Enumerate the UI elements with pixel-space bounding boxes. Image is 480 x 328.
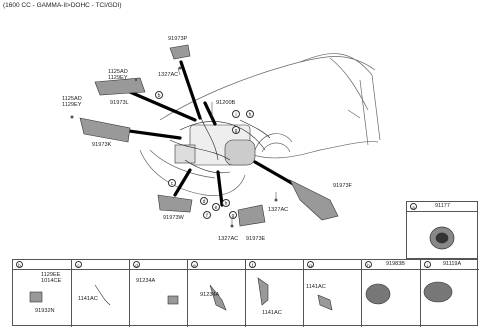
callout-h-top: h <box>246 110 254 118</box>
part-d-clip <box>167 295 179 305</box>
label-91973L: 91973L <box>110 100 129 106</box>
callout-g-bottom: g <box>229 211 237 219</box>
cell-i-code: 91119A <box>443 261 462 267</box>
car-roof-outline <box>299 53 381 141</box>
panel-a-header: a 91177 <box>407 202 477 212</box>
part-f-bracket <box>257 277 269 306</box>
cell-h: h 91983B <box>361 260 420 327</box>
leader-91973P <box>179 60 202 120</box>
parts-table: b 1129EE 1014CE 91932N c 1141AC d 91234A… <box>12 259 479 327</box>
label-91200B: 91200B <box>216 100 236 106</box>
cell-i-letter: i <box>424 261 431 268</box>
callout-d: d <box>200 197 208 205</box>
label-1129EY-b: 1129EY <box>62 102 82 108</box>
cell-f: f 1141AC <box>245 260 303 327</box>
cell-h-letter: h <box>365 261 372 268</box>
battery <box>174 144 196 164</box>
cell-e-letter: e <box>191 261 198 268</box>
label-1327AC-bottom: 1327AC <box>218 236 239 242</box>
part-g-clip <box>317 294 333 311</box>
label-1327AC-right: 1327AC <box>268 207 289 213</box>
panel-a-part: 91177 <box>435 203 450 209</box>
cell-b-letter: b <box>16 261 23 268</box>
grommet-91119A <box>423 281 453 303</box>
leader-91973F <box>253 160 297 187</box>
callout-h-bottom: h <box>222 199 230 207</box>
cell-g-part-1: 1141AC <box>306 284 326 290</box>
cell-b-part-3: 91932N <box>35 308 55 314</box>
callout-b-top: b <box>155 91 163 99</box>
label-91973P: 91973P <box>168 36 188 42</box>
diagram-header: (1600 CC - GAMMA-II>DOHC - TCI/GDI) <box>3 2 122 9</box>
cell-b-part-2: 1014CE <box>41 278 62 284</box>
leader-91200B <box>203 101 217 126</box>
cell-c-part-1: 1141AC <box>78 296 98 302</box>
label-1129EY-a: 1129EY <box>108 75 128 81</box>
label-1327AC-top: 1327AC <box>158 72 179 78</box>
cell-c-letter: c <box>75 261 82 268</box>
cell-e-part-1: 91234A <box>200 292 220 298</box>
car-mirror <box>347 109 361 119</box>
label-1125AD-b: 1125AD <box>62 96 82 102</box>
part-91973L <box>94 77 146 96</box>
car-windshield <box>329 57 369 111</box>
callout-e: e <box>212 203 220 211</box>
cell-c: c 1141AC <box>71 260 129 327</box>
harness-wire-5 <box>239 119 271 139</box>
label-91973E: 91973E <box>246 236 266 242</box>
leader-91973L <box>128 90 197 122</box>
part-c-clip <box>94 284 111 306</box>
callout-c: c <box>168 179 176 187</box>
label-91973F: 91973F <box>333 183 352 189</box>
air-intake-box <box>224 139 256 166</box>
part-91973W <box>157 194 193 213</box>
car-hood-outline <box>159 56 376 121</box>
part-91973K <box>79 117 131 143</box>
cell-d-letter: d <box>133 261 140 268</box>
cell-b: b 1129EE 1014CE 91932N <box>13 260 71 327</box>
part-e-bracket <box>209 284 227 311</box>
cell-g-letter: g <box>307 261 314 268</box>
part-91973F <box>289 179 339 221</box>
harness-wire-2 <box>169 139 231 161</box>
label-91973K: 91973K <box>92 142 112 148</box>
car-wheel <box>261 142 291 153</box>
car-fender <box>239 141 379 159</box>
cell-d-part-1: 91234A <box>136 278 156 284</box>
part-91973E <box>237 204 266 227</box>
cell-d: d 91234A <box>129 260 187 327</box>
cell-e: e 91234A <box>187 260 245 327</box>
harness-wire-4 <box>184 159 231 174</box>
car-front-bumper <box>139 149 246 196</box>
panel-a: a 91177 <box>406 201 478 259</box>
leader-91973K <box>120 128 182 140</box>
car-grille <box>149 149 216 179</box>
cell-f-letter: f <box>249 261 256 268</box>
cell-h-code: 91983B <box>386 261 405 267</box>
part-91973P <box>169 44 191 60</box>
leader-91973W <box>173 168 192 197</box>
car-wheel-arch <box>254 133 293 151</box>
harness-wire-1 <box>179 121 266 151</box>
label-1125AD-a: 1125AD <box>108 69 128 75</box>
cell-i: i 91119A <box>420 260 479 327</box>
part-b-bracket <box>29 291 43 303</box>
callout-g-top: g <box>232 126 240 134</box>
grommet-91983B <box>365 283 391 305</box>
leader-91973E <box>216 170 224 207</box>
cell-g: g 1141AC <box>303 260 361 327</box>
car-door <box>359 79 369 146</box>
cell-f-part-1: 1141AC <box>262 310 282 316</box>
cell-b-part-1: 1129EE <box>41 272 61 278</box>
callout-f: f <box>203 211 211 219</box>
label-91973W: 91973W <box>163 215 184 221</box>
callout-i-top: i <box>232 110 240 118</box>
panel-a-letter: a <box>410 203 417 210</box>
